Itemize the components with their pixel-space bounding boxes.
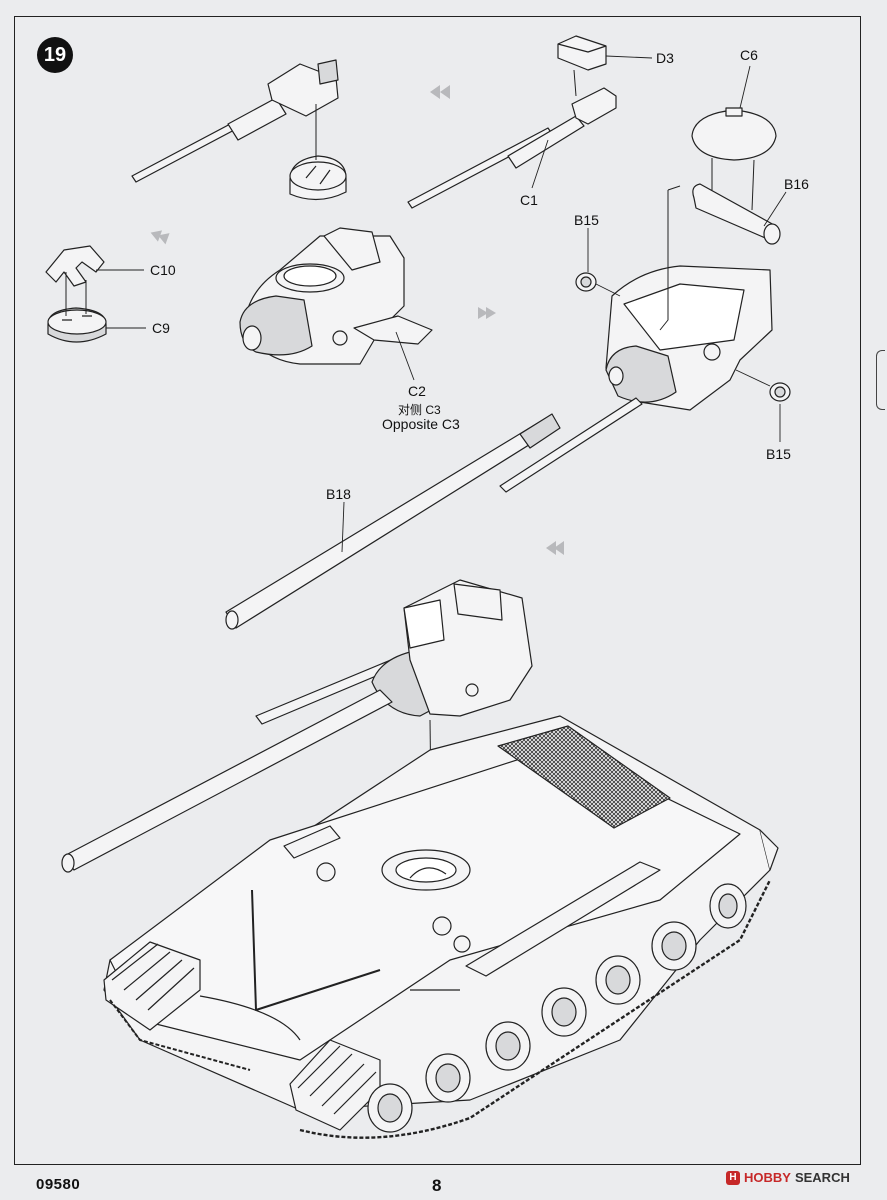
label-opposite-cn: 对侧 C3 — [398, 403, 441, 417]
label-c9: C9 — [152, 320, 170, 336]
product-code: 09580 — [36, 1176, 81, 1193]
watermark: H HOBBY SEARCH — [726, 1170, 850, 1185]
tank-hull — [103, 715, 771, 1131]
page-frame — [14, 16, 861, 1165]
part-b16 — [692, 183, 781, 245]
part-d3 — [557, 35, 607, 71]
hobbysearch-logo-icon: H — [726, 1170, 740, 1185]
label-opposite-en: Opposite C3 — [382, 416, 460, 432]
label-b15-bottom: B15 — [766, 446, 791, 462]
label-c10: C10 — [150, 262, 176, 278]
turret-core-part — [239, 227, 433, 365]
part-c9 — [47, 307, 107, 343]
turret-housing-part — [605, 265, 773, 411]
leader-lines — [96, 55, 787, 553]
label-d3: D3 — [656, 50, 674, 66]
watermark-main: HOBBY — [744, 1170, 791, 1185]
part-c10 — [45, 245, 105, 287]
cupola-part — [289, 155, 347, 201]
part-b18 — [225, 413, 561, 630]
part-c6 — [691, 107, 777, 161]
step-number-badge: 19 — [37, 37, 73, 73]
coax-barrel-part — [499, 397, 643, 493]
label-c2: C2 — [408, 383, 426, 399]
part-b15-lower — [769, 382, 791, 402]
page-number: 8 — [432, 1176, 442, 1195]
label-b15-top: B15 — [574, 212, 599, 228]
machine-gun-part — [131, 59, 339, 183]
label-b18: B18 — [326, 486, 351, 502]
part-c1 — [407, 87, 617, 209]
assembled-turret — [255, 579, 533, 725]
label-c1: C1 — [520, 192, 538, 208]
label-c6: C6 — [740, 47, 758, 63]
road-wheels — [367, 883, 747, 1133]
part-b15-upper — [575, 272, 597, 292]
label-b16: B16 — [784, 176, 809, 192]
assembly-arrow-icon — [150, 85, 564, 555]
watermark-sub: SEARCH — [794, 1170, 850, 1185]
page-edge-tab — [876, 350, 885, 410]
